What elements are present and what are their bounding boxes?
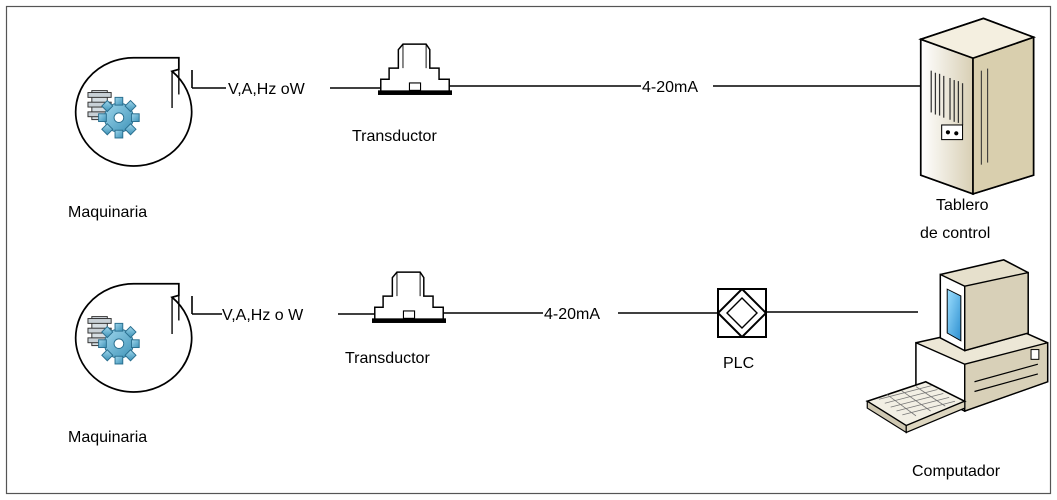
row-top: V,A,Hz oW Transductor 4-20mA Maquinaria … — [68, 17, 1035, 242]
current-label: 4-20mA — [544, 306, 600, 323]
transducer-label: Transductor — [345, 350, 430, 367]
cabinet-label-line1: Tablero — [936, 197, 989, 214]
plc-icon — [717, 288, 767, 338]
plc-label: PLC — [723, 355, 754, 372]
blower-with-gears-icon — [74, 282, 193, 393]
control-cabinet-icon — [919, 17, 1035, 195]
computer-label: Computador — [912, 463, 1001, 480]
blower-with-gears-icon — [74, 56, 193, 167]
row-bottom: V,A,Hz o W Transductor 4-20mA PLC Maquin… — [68, 259, 1049, 480]
machine-label: Maquinaria — [68, 204, 147, 221]
signal-label: V,A,Hz oW — [228, 81, 306, 98]
transducer-label: Transductor — [352, 128, 437, 145]
signal-label: V,A,Hz o W — [222, 307, 304, 324]
current-label: 4-20mA — [642, 79, 698, 96]
cabinet-label-line2: de control — [920, 225, 990, 242]
machine-label: Maquinaria — [68, 429, 147, 446]
